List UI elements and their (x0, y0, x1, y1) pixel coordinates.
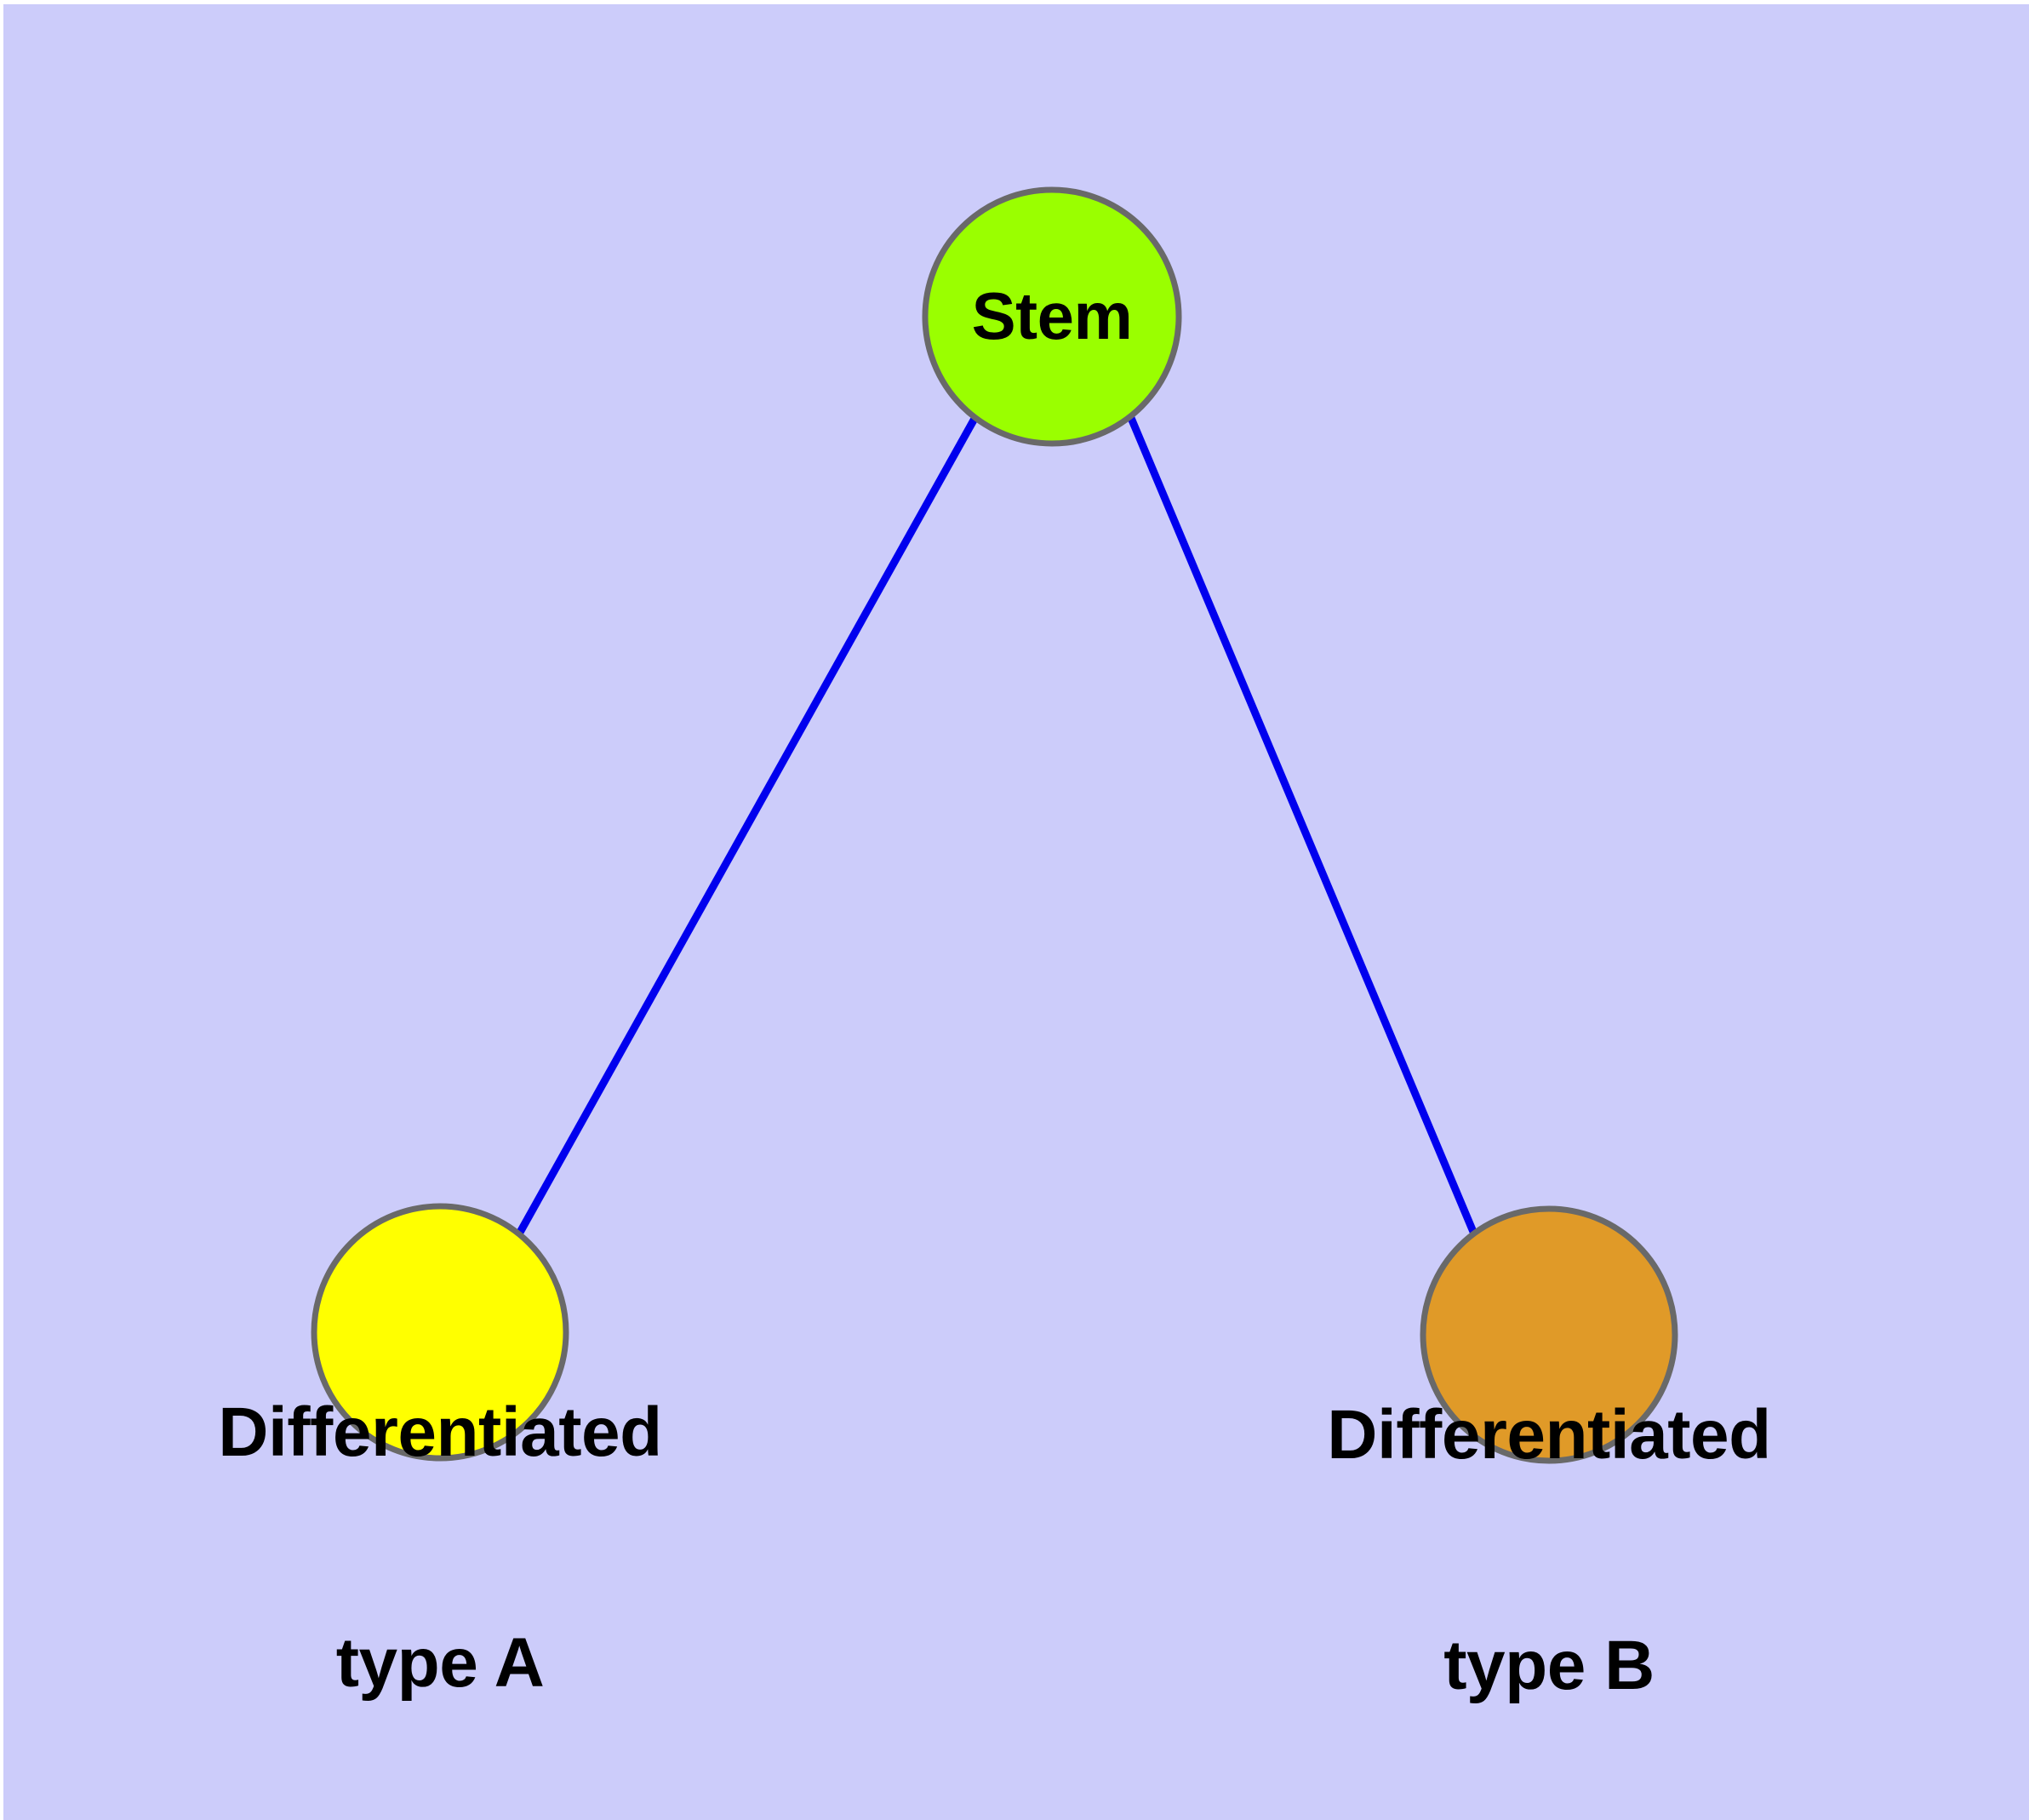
node-layer (311, 186, 1678, 1464)
edge-layer (514, 415, 1477, 1239)
node-stem[interactable] (922, 186, 1182, 447)
edge-stem-to-differentiated-type-a[interactable] (514, 415, 979, 1239)
edge-stem-to-differentiated-type-b[interactable] (1127, 416, 1477, 1233)
graph-svg (311, 186, 1678, 1464)
node-differentiated-type-b[interactable] (1420, 1205, 1678, 1464)
graph-surface: Stem Differentiated type A Differentiate… (3, 4, 2029, 1820)
node-differentiated-type-a[interactable] (311, 1203, 569, 1462)
